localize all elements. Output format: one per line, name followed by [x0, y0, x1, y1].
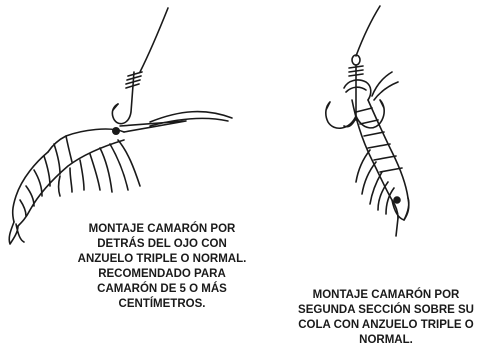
- fishing-line-right: [356, 6, 380, 56]
- fishing-line-left: [140, 8, 168, 72]
- tail-fan-right: [344, 80, 371, 100]
- caption-tail-rig: MONTAJE CAMARÓN POR SEGUNDA SECCIÓN SOBR…: [286, 288, 486, 348]
- shrimp-eye-rig-drawing: [9, 8, 232, 244]
- caption-eye-rig-line: RECOMENDADO PARA: [62, 267, 262, 282]
- shrimp-tail-rig-drawing: [326, 6, 409, 236]
- caption-eye-rig-line: ANZUELO TRIPLE O NORMAL.: [62, 252, 262, 267]
- body-back-left: [13, 152, 48, 222]
- eye-right: [394, 197, 400, 203]
- caption-eye-rig-line: CENTÍMETROS.: [62, 297, 262, 312]
- caption-eye-rig-line: MONTAJE CAMARÓN POR: [62, 222, 262, 237]
- rostrum-left: [120, 121, 186, 132]
- eye-left: [113, 128, 119, 134]
- rostrum-right: [396, 218, 398, 236]
- tail-fan-left: [9, 222, 24, 244]
- body-segments-left: [20, 136, 72, 216]
- caption-eye-rig: MONTAJE CAMARÓN POR DETRÁS DEL OJO CON A…: [62, 222, 262, 312]
- body-left-edge-right: [352, 100, 398, 218]
- caption-eye-rig-line: DETRÁS DEL OJO CON: [62, 237, 262, 252]
- caption-tail-rig-line: SEGUNDA SECCIÓN SOBRE SU: [286, 303, 486, 318]
- caption-tail-rig-line: MONTAJE CAMARÓN POR: [286, 288, 486, 303]
- caption-tail-rig-line: COLA CON ANZUELO TRIPLE O: [286, 318, 486, 333]
- caption-tail-rig-line: NORMAL.: [286, 333, 486, 348]
- antenna-left-1: [150, 112, 232, 122]
- caption-eye-rig-line: CAMARÓN DE 5 O MÁS: [62, 282, 262, 297]
